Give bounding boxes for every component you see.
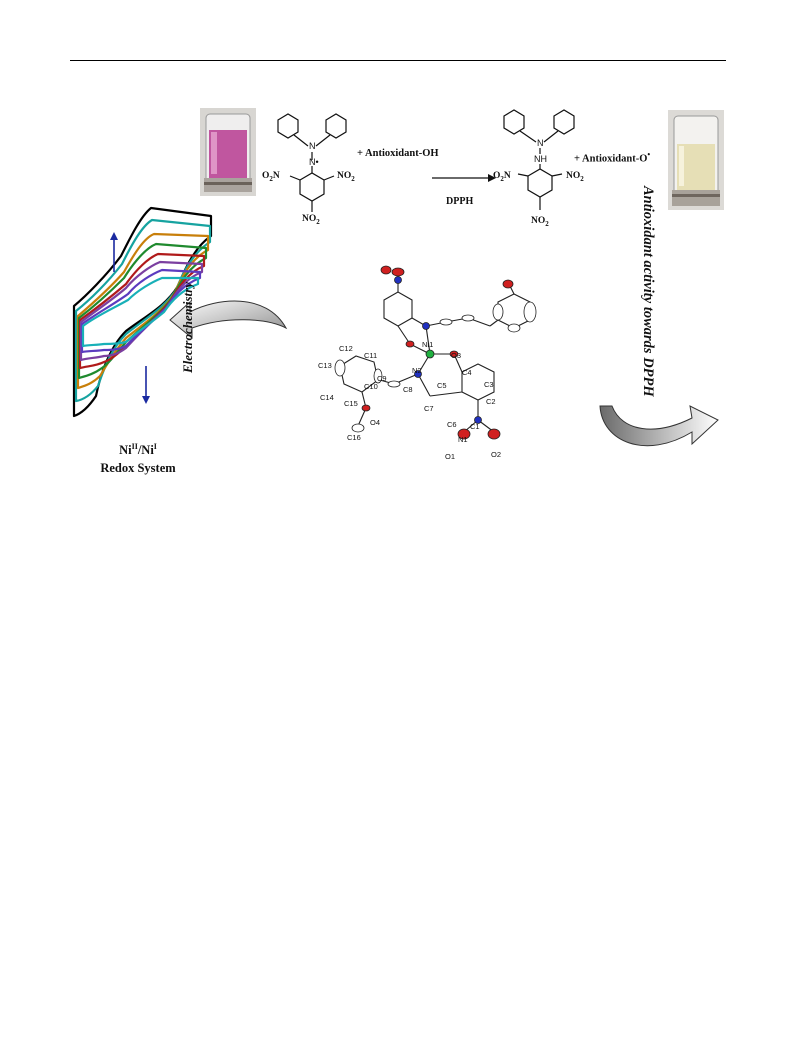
atom-c13: C13 xyxy=(318,361,332,370)
atom-c16: C16 xyxy=(347,433,361,442)
dpph-h-nh: NH xyxy=(534,154,547,164)
atom-c7: C7 xyxy=(424,404,434,413)
antioxidant-activity-label: Antioxidant activity towards DPPH xyxy=(640,186,656,397)
reaction-arrow xyxy=(432,174,496,182)
electrochemistry-label: Electrochemistry xyxy=(180,282,195,373)
no2-left-c: NO2 xyxy=(302,214,320,226)
electrochemistry-curved-arrow xyxy=(169,300,288,340)
atom-o4: O4 xyxy=(370,418,381,427)
dpph-h-structure xyxy=(503,109,575,210)
atom-c6: C6 xyxy=(447,420,457,429)
atom-c15: C15 xyxy=(344,399,358,408)
atom-o1: O1 xyxy=(445,452,456,461)
product-antioxidant-label: + Antioxidant-O• xyxy=(574,150,651,165)
no2-left-a: O2N xyxy=(262,171,280,183)
atom-n1: N1 xyxy=(458,435,468,444)
atom-ni1: Ni1 xyxy=(422,340,434,349)
atom-c1: C1 xyxy=(470,422,480,431)
dpph-n-radical: N• xyxy=(309,157,319,167)
header-rule xyxy=(70,60,726,61)
no2-left-b: NO2 xyxy=(337,171,355,183)
dpph-n-top: N xyxy=(309,141,316,151)
redox-couple: NiII/NiI xyxy=(119,442,157,458)
redox-system-label: NiII/NiI Redox System xyxy=(88,438,188,477)
dpph-h-n-top: N xyxy=(537,138,544,148)
dpph-yellow-vial xyxy=(668,110,724,210)
atom-c5: C5 xyxy=(437,381,447,390)
atom-c10: C10 xyxy=(364,382,378,391)
atom-c8: C8 xyxy=(403,385,413,394)
atom-c4: C4 xyxy=(462,368,472,377)
dpph-purple-vial xyxy=(200,108,256,196)
atom-c14: C14 xyxy=(320,393,334,402)
redox-system-text: Redox System xyxy=(100,461,176,476)
atom-o2: O2 xyxy=(491,450,502,459)
atom-o3: O3 xyxy=(451,351,462,360)
cyclic-voltammogram xyxy=(72,206,213,418)
crystal-structure-ortep xyxy=(334,265,537,440)
atom-n2: N2 xyxy=(412,366,422,375)
atom-c3: C3 xyxy=(484,380,494,389)
atom-c12: C12 xyxy=(339,344,353,353)
reactant-antioxidant-label: + Antioxidant-OH xyxy=(357,148,439,159)
no2-right-c: NO2 xyxy=(531,216,549,228)
no2-right-b: NO2 xyxy=(566,171,584,183)
atom-c9: C9 xyxy=(377,374,387,383)
atom-c11: C11 xyxy=(364,351,378,360)
antioxidant-curved-arrow xyxy=(599,405,719,447)
dpph-arrow-label: DPPH xyxy=(446,196,474,207)
no2-right-a: O2N xyxy=(493,171,511,183)
atom-c2: C2 xyxy=(486,397,496,406)
dpph-radical-structure xyxy=(277,113,347,212)
